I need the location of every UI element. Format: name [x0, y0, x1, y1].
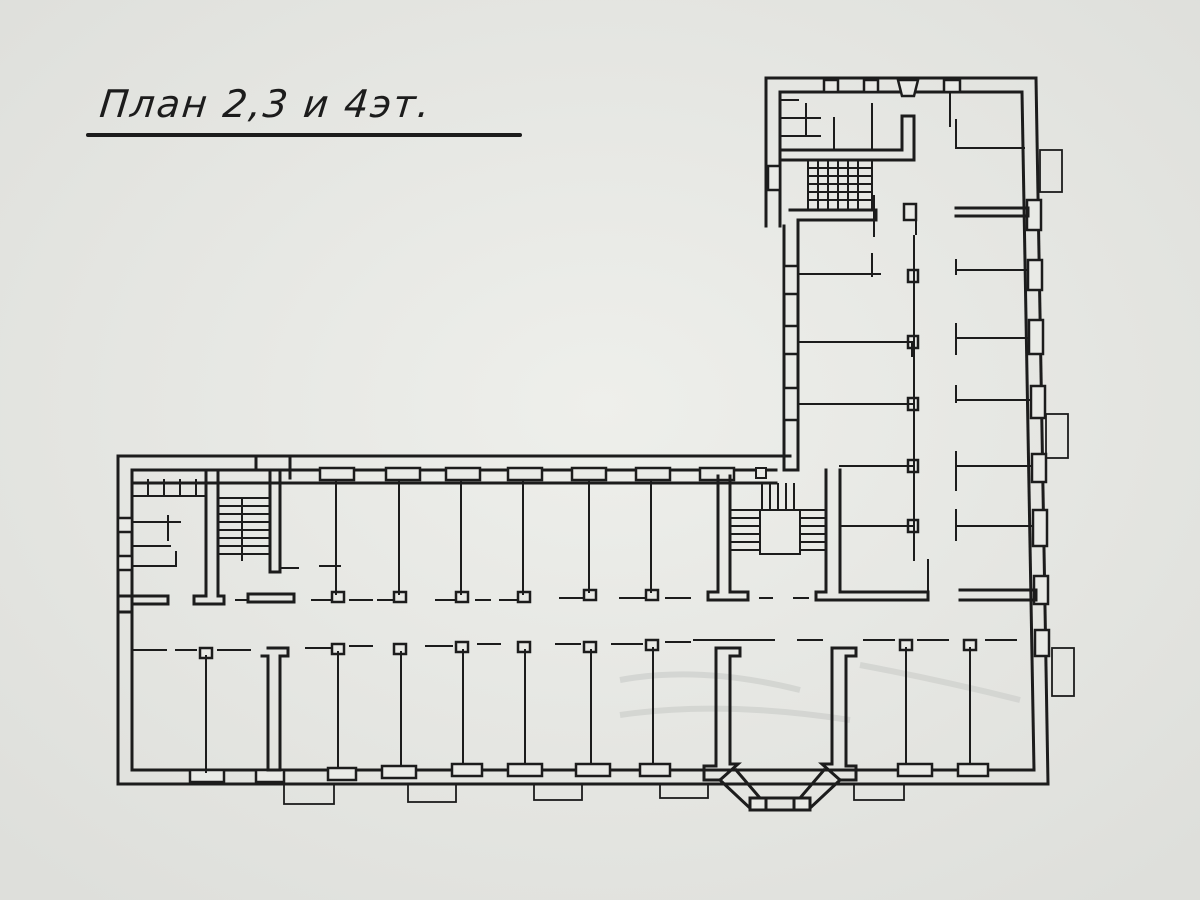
- south-bay: [717, 767, 843, 812]
- west-staircase: [217, 497, 269, 561]
- paper-bleed-through: [619, 662, 1021, 723]
- central-staircase: [729, 467, 827, 555]
- walls-layer: [116, 76, 1075, 812]
- west-wing-cubicles: [131, 479, 207, 567]
- window-piers: [116, 78, 1051, 784]
- porches: [283, 149, 1075, 805]
- title-underline: [86, 133, 522, 137]
- thick-internal-walls: [116, 114, 1038, 782]
- plan-title: План 2,3 и 4эт.: [97, 82, 434, 126]
- east-staircase: [807, 159, 873, 211]
- west-south-partitions: [205, 647, 971, 773]
- west-north-partitions: [335, 479, 652, 595]
- door-ticks: [133, 565, 1017, 651]
- east-wing-cubicles: [779, 99, 873, 151]
- east-wing-partitions: [797, 91, 1033, 593]
